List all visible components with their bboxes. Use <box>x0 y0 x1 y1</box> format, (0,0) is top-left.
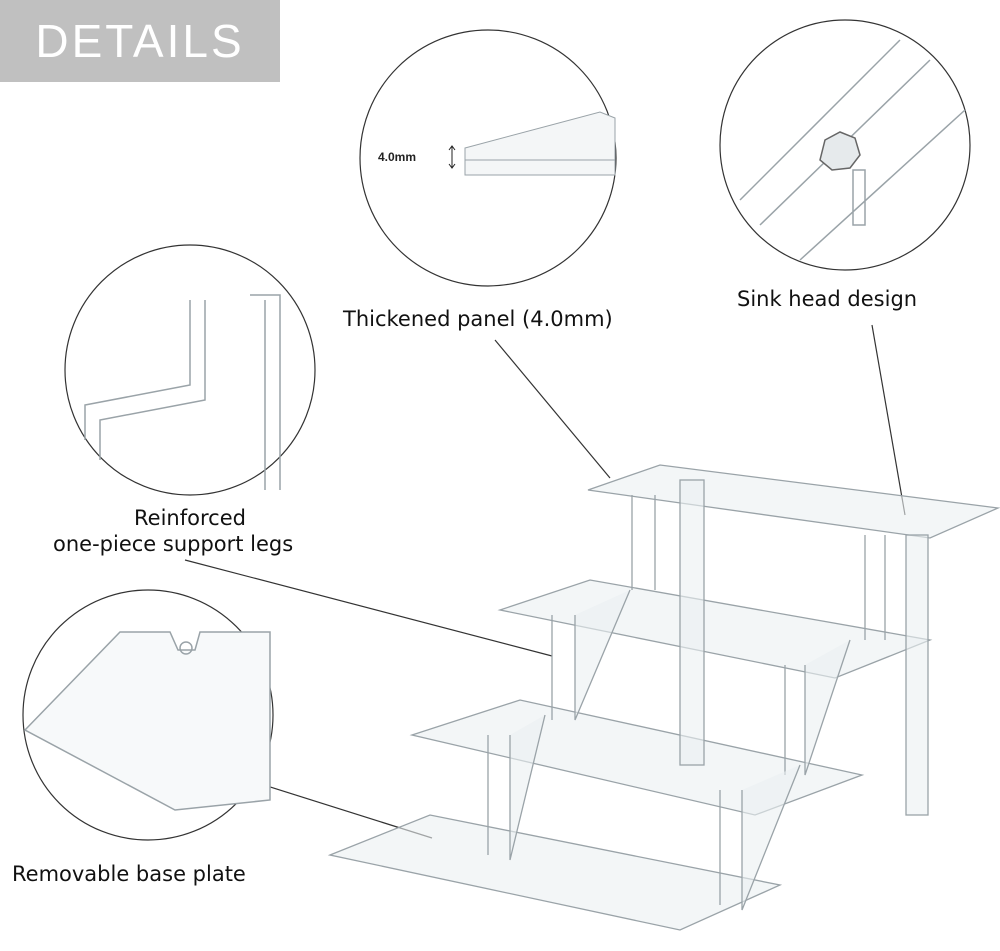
panel-label: Thickened panel (4.0mm) <box>343 307 613 331</box>
base-plate <box>327 814 783 931</box>
acrylic-stand <box>327 464 1000 931</box>
legs-label-line1: Reinforced <box>134 506 246 530</box>
base-plate-detail <box>23 631 271 811</box>
details-banner: DETAILS <box>0 0 280 82</box>
detail-circle-panel <box>359 29 617 287</box>
tier-3-shelf <box>587 464 1000 539</box>
leader-line-sink <box>871 324 906 516</box>
detail-circle-base <box>22 589 274 841</box>
sink-head-label: Sink head design <box>737 287 918 311</box>
thickness-label: 4.0mm <box>378 150 416 164</box>
thickness-arrow-icon <box>448 145 456 169</box>
base-plate-label: Removable base plate <box>12 862 246 886</box>
detail-circle-sink <box>719 19 971 271</box>
detail-circle-legs <box>64 244 316 496</box>
tier-1-shelf <box>409 699 865 816</box>
leader-line-panel <box>494 339 611 479</box>
panel-edge-detail <box>464 111 616 176</box>
sink-head-detail <box>739 39 966 261</box>
legs-label-line2: one-piece support legs <box>53 532 294 556</box>
legs-detail <box>84 294 281 490</box>
leader-line-legs <box>184 559 553 657</box>
